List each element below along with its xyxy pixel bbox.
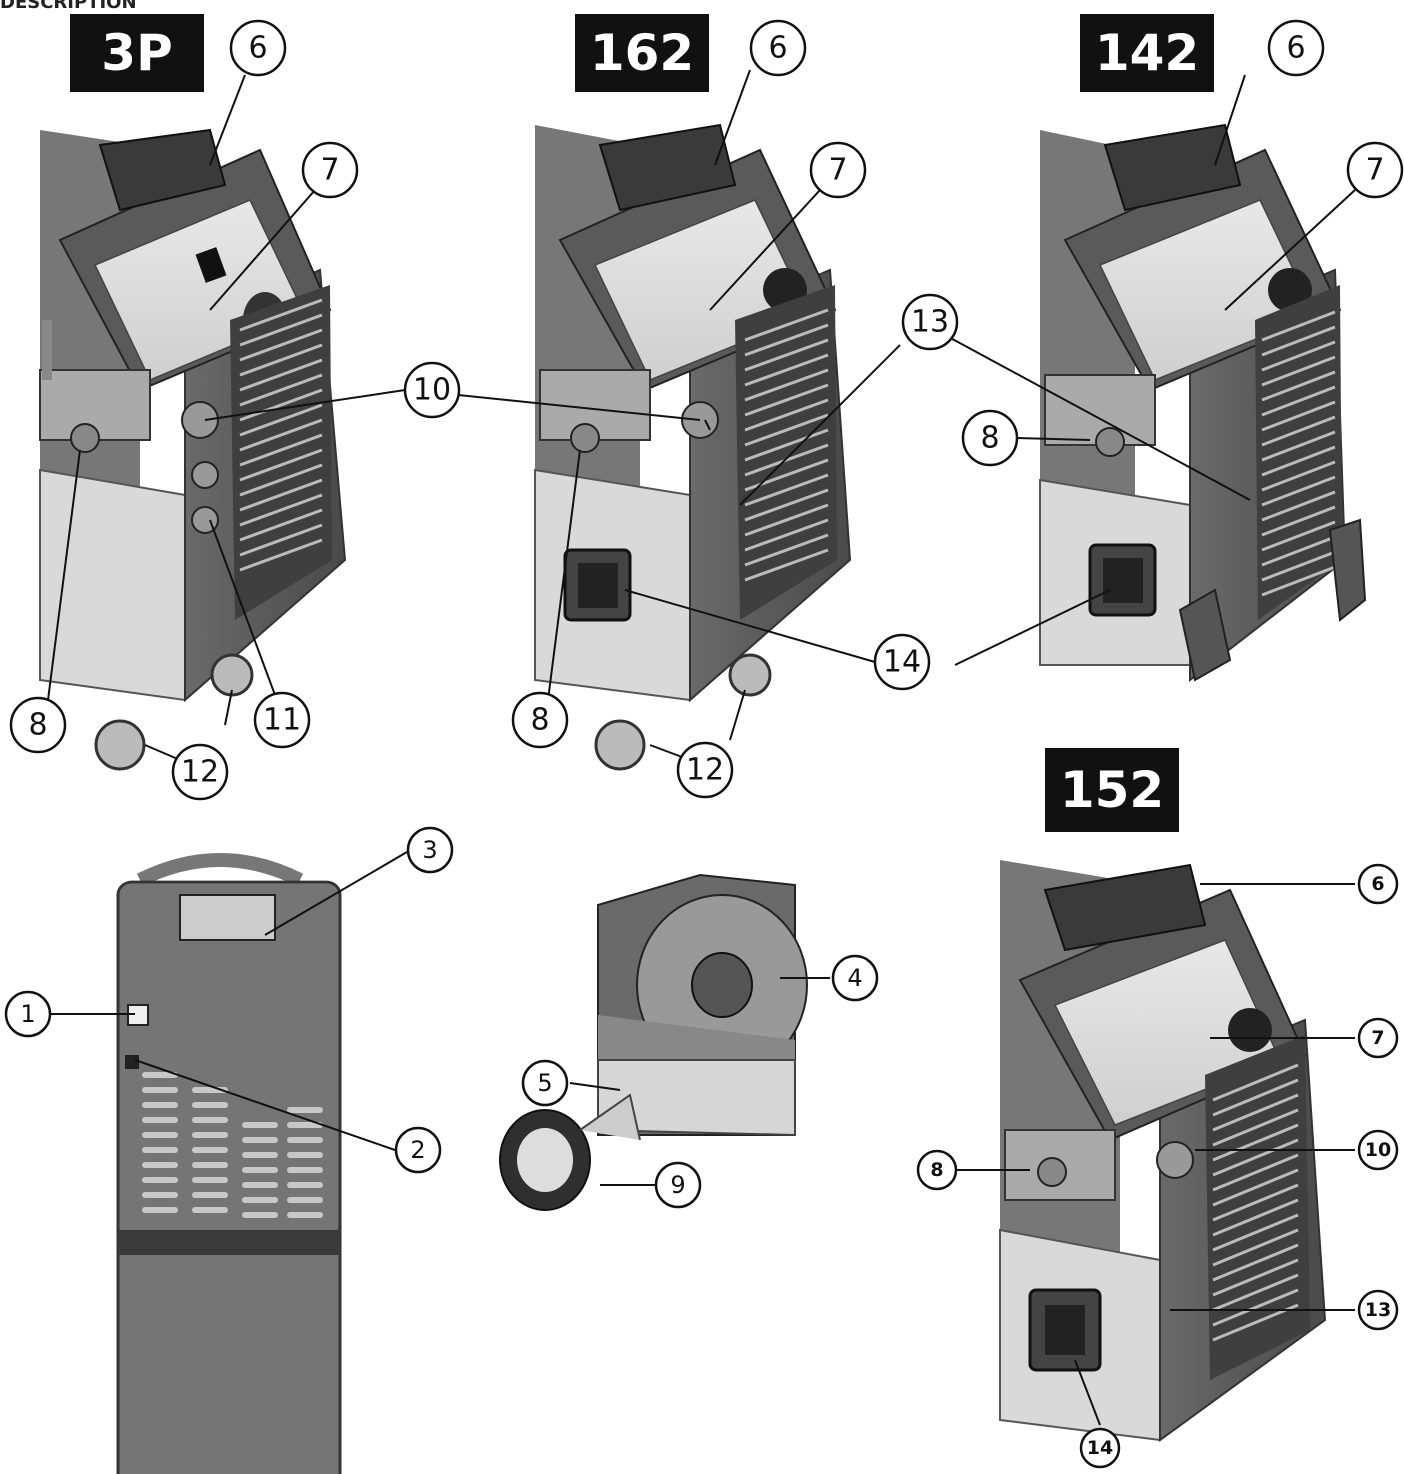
callout-2-rear: 2 [394, 1126, 442, 1174]
svg-text:7: 7 [1371, 1027, 1384, 1049]
callout-9-spool: 9 [654, 1161, 702, 1209]
model-label-3p: 3P [70, 14, 204, 92]
callout-8-152: 8 [916, 1149, 958, 1191]
callouts: 6 7 10 8 11 12 6 7 13 8 14 12 6 7 8 3 1 … [4, 19, 1404, 1469]
machine-152 [999, 860, 1327, 1442]
model-label-162: 162 [575, 14, 709, 92]
model-label-142: 142 [1080, 14, 1214, 92]
callout-6-162: 6 [749, 19, 807, 77]
callout-1-rear: 1 [4, 990, 52, 1038]
callout-12-3p: 12 [171, 743, 229, 801]
callout-7-152: 7 [1357, 1017, 1399, 1059]
callout-5-spool: 5 [521, 1059, 569, 1107]
section-title: DESCRIPTION [0, 0, 137, 13]
callout-10-3p: 10 [403, 361, 461, 419]
machine-3p [39, 128, 347, 771]
svg-text:8: 8 [28, 708, 47, 743]
svg-text:10: 10 [413, 373, 451, 408]
svg-text:14: 14 [1087, 1437, 1113, 1459]
svg-text:2: 2 [410, 1136, 425, 1164]
callout-7-162: 7 [809, 141, 867, 199]
svg-text:13: 13 [911, 305, 949, 340]
callout-13-162: 13 [901, 293, 959, 351]
svg-text:12: 12 [181, 755, 219, 790]
svg-text:11: 11 [263, 703, 301, 738]
svg-text:6: 6 [1286, 31, 1305, 66]
svg-text:14: 14 [883, 645, 921, 680]
callout-6-3p: 6 [229, 19, 287, 77]
callout-6-152: 6 [1357, 863, 1399, 905]
callout-10-152: 10 [1357, 1129, 1399, 1171]
callout-11-3p: 11 [253, 691, 311, 749]
rear-view [116, 853, 342, 1474]
callout-8-3p: 8 [9, 696, 67, 754]
svg-text:7: 7 [320, 153, 339, 188]
svg-text:9: 9 [670, 1171, 685, 1199]
svg-text:10: 10 [1365, 1139, 1391, 1161]
svg-text:8: 8 [530, 703, 549, 738]
svg-text:8: 8 [930, 1159, 943, 1181]
callout-8-162: 8 [511, 691, 569, 749]
callout-13-152: 13 [1357, 1289, 1399, 1331]
svg-text:3: 3 [422, 836, 437, 864]
machine-142 [1039, 123, 1367, 683]
callout-6-142: 6 [1267, 19, 1325, 77]
svg-text:7: 7 [1365, 153, 1384, 188]
svg-text:1: 1 [20, 1000, 35, 1028]
model-label-152: 152 [1045, 748, 1179, 832]
machine-162 [534, 123, 852, 771]
spool-view [499, 873, 808, 1211]
svg-text:6: 6 [1371, 873, 1384, 895]
callout-7-142: 7 [1346, 141, 1404, 199]
svg-text:8: 8 [980, 421, 999, 456]
callout-14-152: 14 [1079, 1427, 1121, 1469]
svg-text:13: 13 [1365, 1299, 1391, 1321]
callout-14-162: 14 [873, 633, 931, 691]
svg-text:4: 4 [847, 964, 862, 992]
svg-text:5: 5 [537, 1069, 552, 1097]
svg-text:7: 7 [828, 153, 847, 188]
callout-7-3p: 7 [301, 141, 359, 199]
callout-8-142: 8 [961, 409, 1019, 467]
callout-3-rear: 3 [406, 826, 454, 874]
callout-4-spool: 4 [831, 954, 879, 1002]
svg-text:6: 6 [768, 31, 787, 66]
callout-12-162: 12 [676, 741, 734, 799]
svg-text:6: 6 [248, 31, 267, 66]
svg-text:12: 12 [686, 753, 724, 788]
